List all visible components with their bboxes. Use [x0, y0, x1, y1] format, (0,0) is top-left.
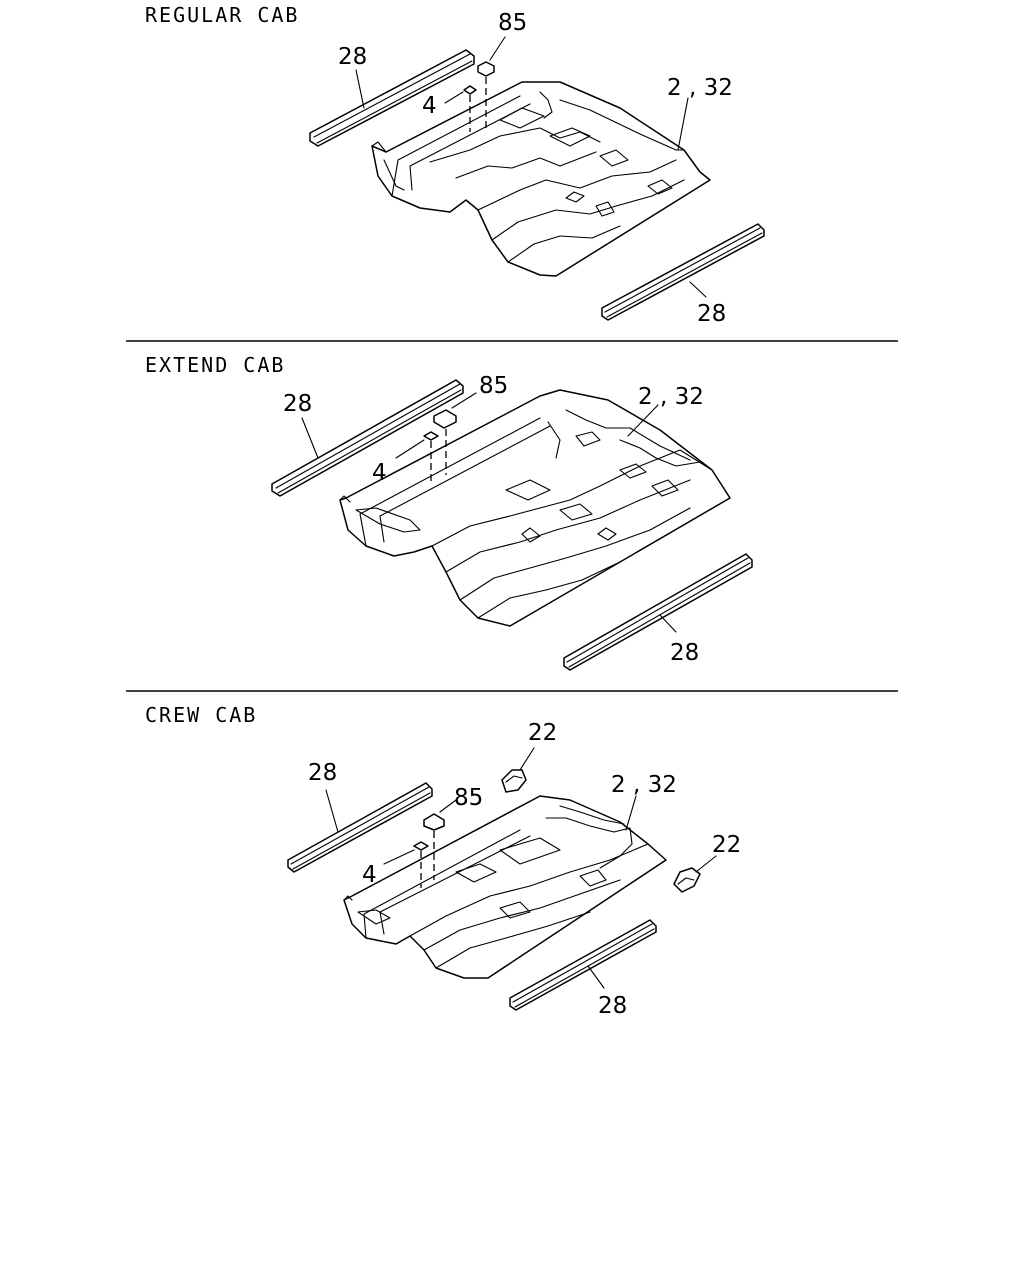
clip-part [413, 841, 429, 851]
callout-28-bottom: 28 [598, 993, 627, 1019]
leader-line [395, 439, 425, 459]
leader-line [439, 799, 457, 813]
rocker-sill-strip-bottom [563, 553, 753, 671]
leader-line [677, 97, 689, 151]
rocker-sill-strip-bottom [601, 223, 765, 321]
callout-22-right: 22 [712, 832, 741, 858]
leader-line [444, 91, 464, 104]
callout-85: 85 [479, 373, 508, 399]
rocker-sill-strip-bottom [509, 919, 657, 1011]
callout-2-32: 2 , 32 [611, 772, 677, 798]
leader-line [489, 36, 506, 61]
leader-line [625, 795, 637, 831]
callout-85: 85 [498, 10, 527, 36]
floor-panel-crew [343, 795, 667, 979]
callout-28-bottom: 28 [697, 301, 726, 327]
clip-part [463, 85, 477, 95]
leader-line [695, 855, 717, 873]
leader-line [627, 404, 659, 437]
section-title: REGULAR CAB [145, 3, 299, 27]
leader-line [587, 965, 605, 989]
callout-85: 85 [454, 785, 483, 811]
callout-28-top: 28 [283, 391, 312, 417]
rocker-sill-strip-top [309, 49, 475, 147]
callout-28-bottom: 28 [670, 640, 699, 666]
leader-line [325, 789, 339, 833]
callout-22-top: 22 [528, 720, 557, 746]
plate-part [423, 813, 445, 831]
callout-28-top: 28 [308, 760, 337, 786]
regular-cab-section: REGULAR CAB 28 85 4 [145, 3, 765, 327]
callout-28-top: 28 [338, 44, 367, 70]
leader-line [355, 69, 365, 109]
leader-line [689, 281, 707, 298]
section-title: CREW CAB [145, 703, 257, 727]
leader-line [519, 747, 535, 771]
floor-panel-regular [371, 81, 711, 277]
plate-part [433, 409, 457, 429]
leader-line [451, 392, 477, 409]
crew-cab-section: CREW CAB 28 85 4 22 [145, 703, 741, 1019]
extend-cab-section: EXTEND CAB 28 85 4 [145, 353, 753, 671]
floor-panel-extend [339, 389, 731, 627]
bracket-part-top [501, 769, 527, 793]
callout-4: 4 [362, 862, 377, 888]
leader-line [383, 849, 415, 865]
leader-line [659, 614, 677, 633]
bracket-part-right [673, 867, 701, 893]
callout-2-32: 2 , 32 [667, 75, 733, 101]
callout-4: 4 [422, 93, 437, 119]
callout-4: 4 [372, 460, 387, 486]
clip-part [423, 431, 439, 441]
plate-part [477, 61, 495, 77]
leader-line [301, 417, 319, 459]
rocker-sill-strip-top [287, 782, 433, 873]
section-title: EXTEND CAB [145, 353, 285, 377]
rocker-sill-strip-top [271, 379, 464, 497]
callout-2-32: 2 , 32 [638, 384, 704, 410]
